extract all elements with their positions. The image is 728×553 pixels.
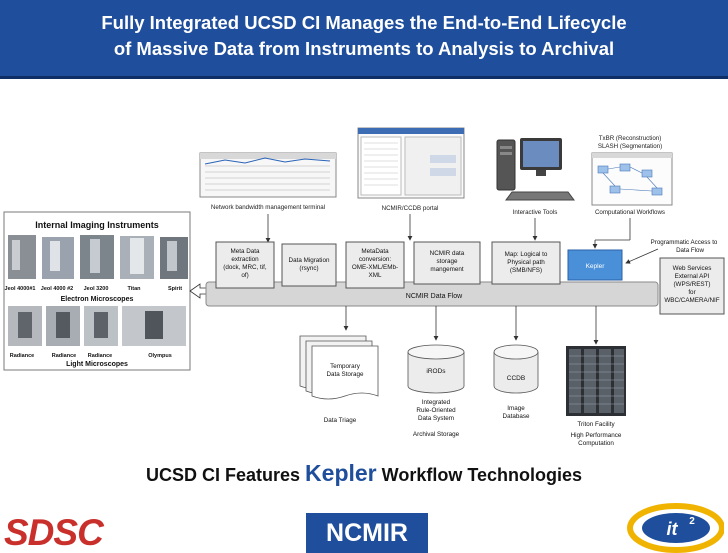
ccdb-cylinder: CCDB (493, 344, 539, 394)
lm-label-1: Radiance (52, 353, 76, 359)
svg-text:Kepler: Kepler (586, 263, 606, 270)
page-title-line-1: Fully Integrated UCSD CI Manages the End… (101, 12, 627, 33)
svg-text:OME-XML/EMb-: OME-XML/EMb- (352, 264, 398, 271)
tools-caption: Interactive Tools (513, 209, 558, 216)
workstation-icon (496, 138, 575, 201)
archival-caption: Archival Storage (413, 431, 460, 438)
svg-text:Physical path: Physical path (507, 259, 545, 266)
svg-text:mangement: mangement (430, 266, 464, 273)
metadata-extraction-box: Meta Data extraction (dock, MRC, tif, of… (215, 241, 275, 289)
em-label-1: Jeol 4000 #2 (41, 286, 73, 292)
svg-text:2: 2 (689, 516, 695, 527)
lm-caption: Light Microscopes (66, 361, 128, 368)
ccdb-caption-line-1: Image (507, 405, 525, 412)
svg-text:of): of) (241, 272, 248, 279)
web-services-box: Web Services External API (WPS/REST) for… (659, 257, 725, 315)
kepler-box: Kepler (567, 249, 623, 281)
programmatic-access-arrow (625, 248, 659, 264)
electron-microscope-photos (8, 235, 188, 279)
svg-text:conversion:: conversion: (359, 256, 391, 263)
svg-text:External API: External API (675, 273, 710, 280)
page-title-line-2: of Massive Data from Instruments to Anal… (113, 38, 615, 59)
bottom-connectors (343, 306, 599, 345)
title-band: Fully Integrated UCSD CI Manages the End… (0, 0, 728, 76)
feature-prefix: UCSD CI Features (145, 465, 301, 485)
sdsc-logo: SDSC (4, 512, 104, 553)
irods-caption-line-1: Integrated (422, 399, 451, 406)
svg-text:iRODs: iRODs (426, 368, 446, 375)
temporary-storage-icon: Temporary Data Storage (299, 335, 379, 400)
svg-text:extraction: extraction (231, 256, 259, 263)
irods-caption-line-2: Rule-Oriented (416, 407, 456, 414)
svg-text:(WPS/REST): (WPS/REST) (673, 281, 710, 288)
svg-text:Data Storage: Data Storage (326, 371, 364, 378)
triton-racks (566, 346, 626, 416)
feature-suffix: Workflow Technologies (381, 465, 583, 485)
lm-label-2: Radiance (88, 353, 112, 359)
svg-text:Web Services: Web Services (673, 265, 712, 272)
workflows-caption: Computational Workflows (595, 209, 665, 216)
path-mapping-box: Map: Logical to Physical path (SMB/NFS) (491, 241, 561, 285)
svg-text:(dock, MRC, tif,: (dock, MRC, tif, (223, 264, 267, 271)
em-label-4: Spirit (168, 286, 182, 292)
irods-caption-line-3: Data System (418, 415, 454, 422)
network-terminal-screenshot (199, 152, 337, 198)
txbr-caption-line-1: TxBR (Reconstruction) (599, 135, 662, 142)
svg-text:storage: storage (436, 258, 458, 265)
programmatic-access-line-1: Programmatic Access to (651, 239, 718, 246)
svg-text:(rsync): (rsync) (299, 265, 318, 272)
top-connectors (265, 214, 631, 249)
em-label-0: Jeol 4000#1 (5, 286, 36, 292)
svg-text:CCDB: CCDB (507, 375, 525, 382)
svg-text:Temporary: Temporary (330, 363, 361, 370)
workflow-screenshot (591, 152, 673, 206)
svg-text:Map: Logical to: Map: Logical to (505, 251, 548, 258)
txbr-caption-line-2: SLASH (Segmentation) (598, 143, 662, 150)
kepler-feature-line: UCSD CI Features Kepler Workflow Technol… (0, 460, 728, 487)
svg-text:(SMB/NFS): (SMB/NFS) (510, 267, 542, 274)
svg-text:WBC/CAMERA/NIF: WBC/CAMERA/NIF (664, 297, 719, 304)
network-caption: Network bandwidth management terminal (211, 204, 325, 211)
ci-architecture-diagram: Network bandwidth management terminal NC… (3, 127, 725, 447)
hpc-caption-line-2: Computation (578, 440, 614, 447)
instruments-header: Internal Imaging Instruments (35, 220, 159, 230)
title-shadow (0, 76, 728, 79)
triton-caption: Triton Facility (577, 421, 615, 428)
triage-caption: Data Triage (324, 417, 357, 424)
data-migration-box: Data Migration (rsync) (281, 243, 337, 287)
light-microscope-photos (8, 306, 186, 346)
svg-text:for: for (688, 289, 695, 296)
svg-text:Meta Data: Meta Data (230, 248, 260, 255)
feature-kepler: Kepler (305, 460, 377, 486)
lm-label-0: Radiance (10, 353, 34, 359)
svg-text:Data Migration: Data Migration (289, 257, 330, 264)
metadata-conversion-box: MetaData conversion: OME-XML/EMb- XML (345, 241, 405, 289)
hpc-caption-line-1: High Performance (571, 432, 622, 439)
ncmir-logo: NCMIR (306, 513, 428, 553)
dataflow-label: NCMIR Data Flow (406, 293, 463, 300)
storage-management-box: NCMIR data storage mangement (413, 241, 481, 285)
svg-text:MetaData: MetaData (361, 248, 389, 255)
svg-text:it: it (667, 519, 679, 539)
programmatic-access-line-2: Data Flow (676, 247, 704, 254)
svg-text:XML: XML (369, 272, 382, 279)
portal-screenshot (357, 127, 465, 199)
irods-cylinder: iRODs (407, 344, 465, 394)
em-caption: Electron Microscopes (61, 296, 134, 303)
svg-text:NCMIR data: NCMIR data (430, 250, 465, 257)
lm-label-3: Olympus (148, 353, 172, 359)
instruments-panel: Internal Imaging Instruments Jeol 4000#1… (3, 211, 191, 371)
portal-caption: NCMIR/CCDB portal (382, 205, 439, 212)
ccdb-caption-line-2: Database (503, 413, 530, 420)
em-label-3: Titan (127, 286, 141, 292)
it2-logo: it 2 (627, 503, 724, 553)
em-label-2: Jeol 3200 (84, 286, 109, 292)
